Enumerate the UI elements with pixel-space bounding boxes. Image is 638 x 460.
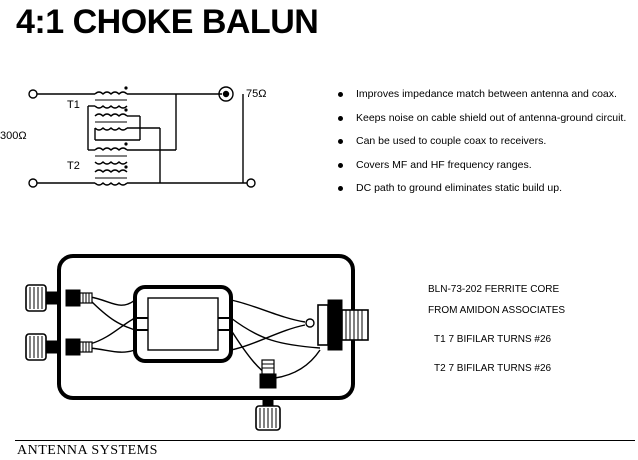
binding-post-knob-bottom — [25, 333, 47, 361]
t1-turns-note: T1 7 BIFILAR TURNS #26 — [434, 334, 552, 345]
t2-winding-d — [94, 182, 128, 186]
t2-label: T2 — [67, 160, 80, 172]
coax-connector-center — [222, 90, 230, 98]
list-item: Improves impedance match between antenna… — [338, 88, 628, 101]
t2-turns-note: T2 7 BIFILAR TURNS #26 — [434, 363, 552, 374]
input-impedance-label: 300Ω — [0, 130, 27, 142]
coax-connector-assembly — [305, 299, 369, 351]
balun-schematic — [28, 86, 256, 188]
list-item: DC path to ground eliminates static buil… — [338, 182, 628, 195]
core-note: BLN-73-202 FERRITE CORE — [428, 284, 560, 295]
list-item: Keeps noise on cable shield out of anten… — [338, 112, 628, 125]
coax-connector-outer — [218, 86, 234, 102]
ground-binding-post — [255, 359, 281, 431]
t1-winding-d — [94, 127, 128, 131]
footer-label: ANTENNA SYSTEMS — [17, 443, 158, 458]
list-item: Can be used to couple coax to receivers. — [338, 135, 628, 148]
t2-winding-c — [94, 169, 128, 173]
t2-winding-a — [94, 147, 128, 151]
t1-winding-c — [94, 113, 128, 117]
left-binding-posts — [25, 284, 93, 361]
list-item: Covers MF and HF frequency ranges. — [338, 159, 628, 172]
output-terminal-ground — [246, 178, 256, 188]
ferrite-core — [133, 285, 233, 363]
t2-winding-b — [94, 161, 128, 165]
t1-winding-a — [94, 91, 128, 95]
output-impedance-label: 75Ω — [246, 88, 267, 100]
t1-label: T1 — [67, 99, 80, 111]
input-terminal-top — [28, 89, 38, 99]
input-terminal-bottom — [28, 178, 38, 188]
page-title: 4:1 CHOKE BALUN — [16, 3, 319, 41]
binding-post-knob-top — [25, 284, 47, 312]
feature-list: Improves impedance match between antenna… — [338, 88, 628, 207]
polarity-dots — [124, 86, 128, 169]
footer-divider — [15, 440, 635, 441]
t1-winding-b — [94, 105, 128, 109]
source-note: FROM AMIDON ASSOCIATES — [428, 305, 566, 316]
